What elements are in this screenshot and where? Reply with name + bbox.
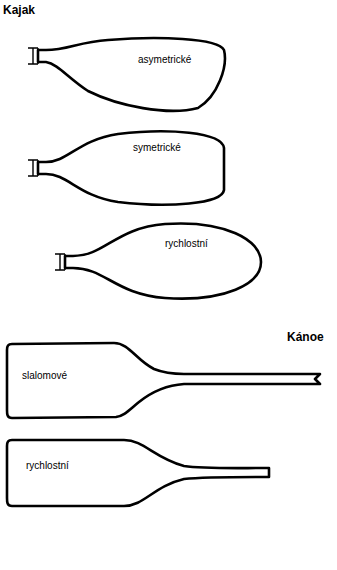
- blade-label: symetrické: [133, 142, 181, 154]
- paddle-blade: rychlostní: [55, 220, 267, 304]
- paddle-blade: rychlostní: [4, 436, 276, 512]
- blade-shape: [65, 223, 261, 298]
- blade-outline: [4, 436, 276, 512]
- blade-outline: [28, 128, 228, 208]
- blade-outline: [28, 36, 228, 116]
- paddle-blade: slalomové: [4, 340, 326, 422]
- blade-shape: [38, 131, 224, 204]
- paddle-blade: asymetrické: [28, 36, 228, 116]
- section-heading: Kánoe: [287, 330, 324, 344]
- shaft-socket: [55, 254, 65, 270]
- blade-label: rychlostní: [26, 460, 69, 472]
- blade-outline: [55, 220, 267, 304]
- blade-shape: [38, 38, 225, 111]
- section-heading: Kajak: [3, 3, 35, 17]
- paddle-blade: symetrické: [28, 128, 228, 208]
- shaft-socket: [28, 160, 38, 176]
- blade-label: asymetrické: [138, 54, 191, 66]
- blade-label: slalomové: [22, 370, 67, 382]
- blade-shape: [7, 440, 269, 506]
- blade-shape: [7, 343, 320, 418]
- blade-label: rychlostní: [165, 238, 208, 250]
- shaft-socket: [28, 48, 38, 64]
